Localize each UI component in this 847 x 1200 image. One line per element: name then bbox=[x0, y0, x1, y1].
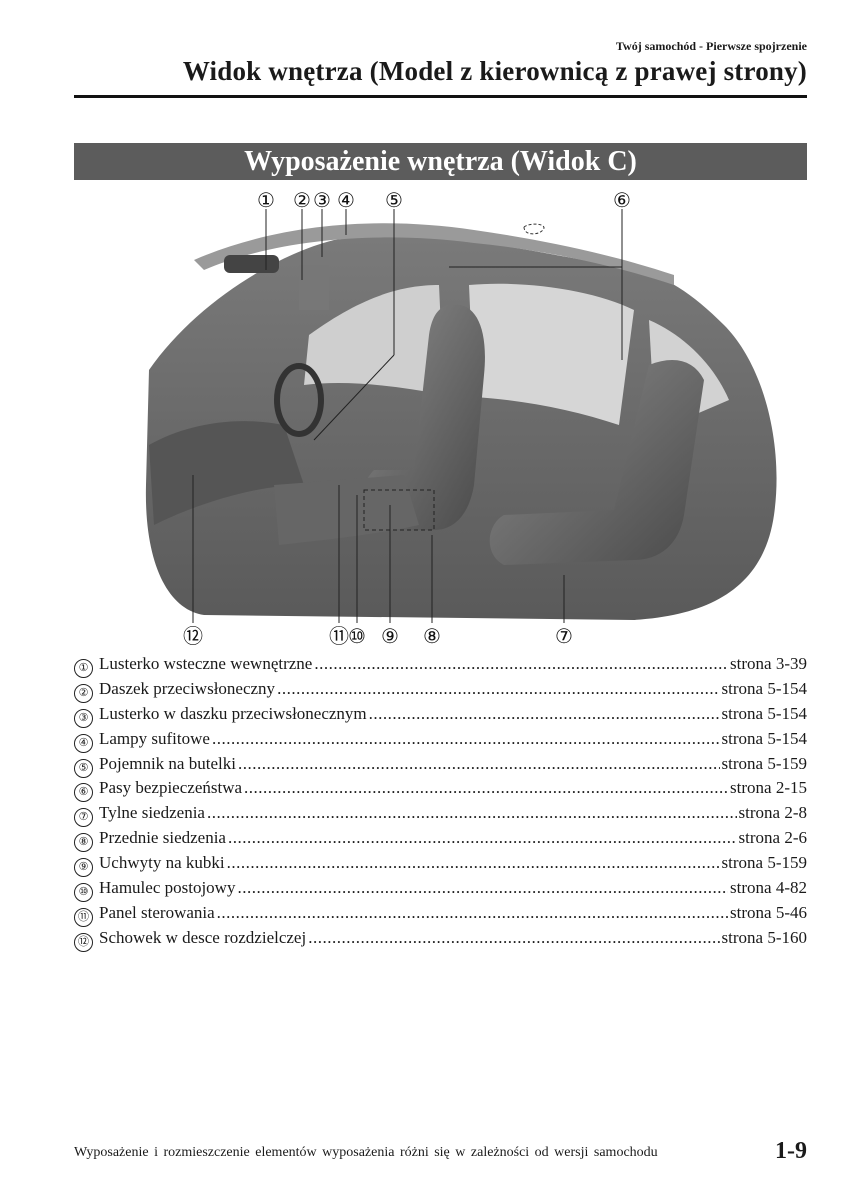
interior-illustration: ① ② ③ ④ ⑤ ⑥ ⑫ ⑪ ⑩ ⑨ ⑧ ⑦ bbox=[74, 185, 807, 650]
list-item: ⑤ Pojemnik na butelki strona 5-159 bbox=[74, 754, 807, 779]
list-item: ① Lusterko wsteczne wewnętrzne strona 3-39 bbox=[74, 654, 807, 679]
callout-8: ⑧ bbox=[423, 624, 441, 648]
item-number: ⑨ bbox=[74, 858, 93, 878]
page-reference: strona 2-15 bbox=[730, 778, 807, 798]
list-item: ⑩ Hamulec postojowy strona 4-82 bbox=[74, 878, 807, 903]
rear-seat bbox=[489, 360, 704, 565]
leader-dots bbox=[227, 853, 720, 873]
list-item: ④ Lampy sufitowe strona 5-154 bbox=[74, 729, 807, 754]
list-item: ⑥ Pasy bezpieczeństwa strona 2-15 bbox=[74, 778, 807, 803]
callout-2: ② bbox=[293, 188, 311, 212]
item-number: ③ bbox=[74, 708, 93, 728]
mirror bbox=[224, 255, 279, 273]
leader-dots bbox=[244, 778, 728, 798]
list-item: ⑫ Schowek w desce rozdzielczej strona 5-16… bbox=[74, 928, 807, 953]
item-number: ⑦ bbox=[74, 808, 93, 828]
list-item: ⑨ Uchwyty na kubki strona 5-159 bbox=[74, 853, 807, 878]
leader-dots bbox=[237, 878, 728, 898]
item-number: ⑥ bbox=[74, 783, 93, 803]
item-label: Uchwyty na kubki bbox=[99, 853, 225, 873]
leader-dots bbox=[308, 928, 719, 948]
leader-dots bbox=[369, 704, 720, 724]
item-label: Tylne siedzenia bbox=[99, 803, 205, 823]
section-banner: Wyposażenie wnętrza (Widok C) bbox=[74, 143, 807, 180]
cupholder-box bbox=[363, 489, 435, 531]
item-label: Daszek przeciwsłoneczny bbox=[99, 678, 276, 698]
item-number: ⑪ bbox=[74, 907, 93, 927]
section-header: Twój samochód - Pierwsze spojrzenie bbox=[615, 39, 807, 53]
page-reference: strona 5-159 bbox=[721, 753, 807, 773]
page-number: 1-9 bbox=[775, 1138, 807, 1164]
page-reference: strona 5-46 bbox=[730, 902, 807, 922]
callout-1: ① bbox=[257, 188, 275, 212]
item-label: Hamulec postojowy bbox=[99, 878, 236, 898]
item-label: Schowek w desce rozdzielczej bbox=[99, 927, 307, 947]
leader-dots bbox=[238, 754, 720, 774]
item-number: ④ bbox=[74, 733, 93, 753]
item-number: ① bbox=[74, 659, 93, 678]
item-label: Lusterko w daszku przeciwsłonecznym bbox=[99, 703, 367, 723]
leader-dots bbox=[212, 729, 720, 749]
callout-5: ⑤ bbox=[385, 188, 403, 212]
dashboard bbox=[149, 421, 304, 525]
item-number: ⑩ bbox=[74, 883, 93, 903]
list-item: ⑪ Panel sterowania strona 5-46 bbox=[74, 903, 807, 928]
page-reference: strona 3-39 bbox=[730, 654, 807, 673]
steering-wheel bbox=[274, 363, 324, 437]
callout-3: ③ bbox=[313, 188, 331, 212]
page-reference: strona 5-160 bbox=[721, 927, 807, 947]
list-item: ⑦ Tylne siedzenia strona 2-8 bbox=[74, 803, 807, 828]
item-number: ⑫ bbox=[74, 932, 93, 952]
center-console bbox=[274, 475, 419, 545]
roof bbox=[194, 223, 674, 285]
page-reference: strona 2-8 bbox=[738, 803, 807, 823]
list-item: ② Daszek przeciwsłoneczny strona 5-154 bbox=[74, 679, 807, 704]
leader-dots bbox=[314, 654, 728, 674]
item-label: Lusterko wsteczne wewnętrzne bbox=[99, 654, 313, 673]
callout-4: ④ bbox=[337, 188, 355, 212]
callout-10: ⑩ bbox=[348, 624, 366, 648]
callout-9: ⑨ bbox=[381, 624, 399, 648]
item-label: Pasy bezpieczeństwa bbox=[99, 778, 243, 798]
list-item: ③ Lusterko w daszku przeciwsłonecznym stro… bbox=[74, 704, 807, 729]
item-label: Panel sterowania bbox=[99, 902, 215, 922]
page-title: Widok wnętrza (Model z kierownicą z praw… bbox=[182, 56, 807, 86]
rear-window bbox=[469, 283, 634, 425]
page-reference: strona 5-154 bbox=[721, 703, 807, 723]
item-label: Przednie siedzenia bbox=[99, 828, 226, 848]
callout-7: ⑦ bbox=[555, 624, 573, 648]
page-reference: strona 4-82 bbox=[730, 878, 807, 898]
item-number: ② bbox=[74, 683, 93, 703]
page-reference: strona 2-6 bbox=[738, 828, 807, 848]
leader-dots bbox=[217, 903, 728, 923]
title-rule bbox=[74, 95, 807, 98]
visor bbox=[299, 265, 329, 310]
interior-drawing: ① ② ③ ④ ⑤ ⑥ ⑫ ⑪ ⑩ ⑨ ⑧ ⑦ bbox=[145, 188, 777, 648]
list-item: ⑧ Przednie siedzenia strona 2-6 bbox=[74, 828, 807, 853]
item-label: Pojemnik na butelki bbox=[99, 753, 236, 773]
leader-dots bbox=[228, 828, 737, 848]
footer-note: Wyposażenie i rozmieszczenie elementów w… bbox=[74, 1145, 658, 1160]
equipment-list: ① Lusterko wsteczne wewnętrzne strona 3-39… bbox=[74, 654, 807, 953]
item-label: Lampy sufitowe bbox=[99, 728, 210, 748]
callout-12: ⑫ bbox=[183, 624, 203, 648]
item-number: ⑤ bbox=[74, 758, 93, 778]
leader-dots bbox=[277, 679, 719, 699]
leader-dots bbox=[207, 803, 737, 823]
page-reference: strona 5-159 bbox=[721, 853, 807, 873]
front-seat bbox=[360, 304, 485, 530]
page-reference: strona 5-154 bbox=[721, 728, 807, 748]
side-window bbox=[304, 285, 444, 395]
lamp-mark bbox=[523, 223, 545, 235]
page-reference: strona 5-154 bbox=[721, 678, 807, 698]
callout-6: ⑥ bbox=[613, 188, 631, 212]
callout-11: ⑪ bbox=[329, 624, 349, 648]
item-number: ⑧ bbox=[74, 833, 93, 853]
